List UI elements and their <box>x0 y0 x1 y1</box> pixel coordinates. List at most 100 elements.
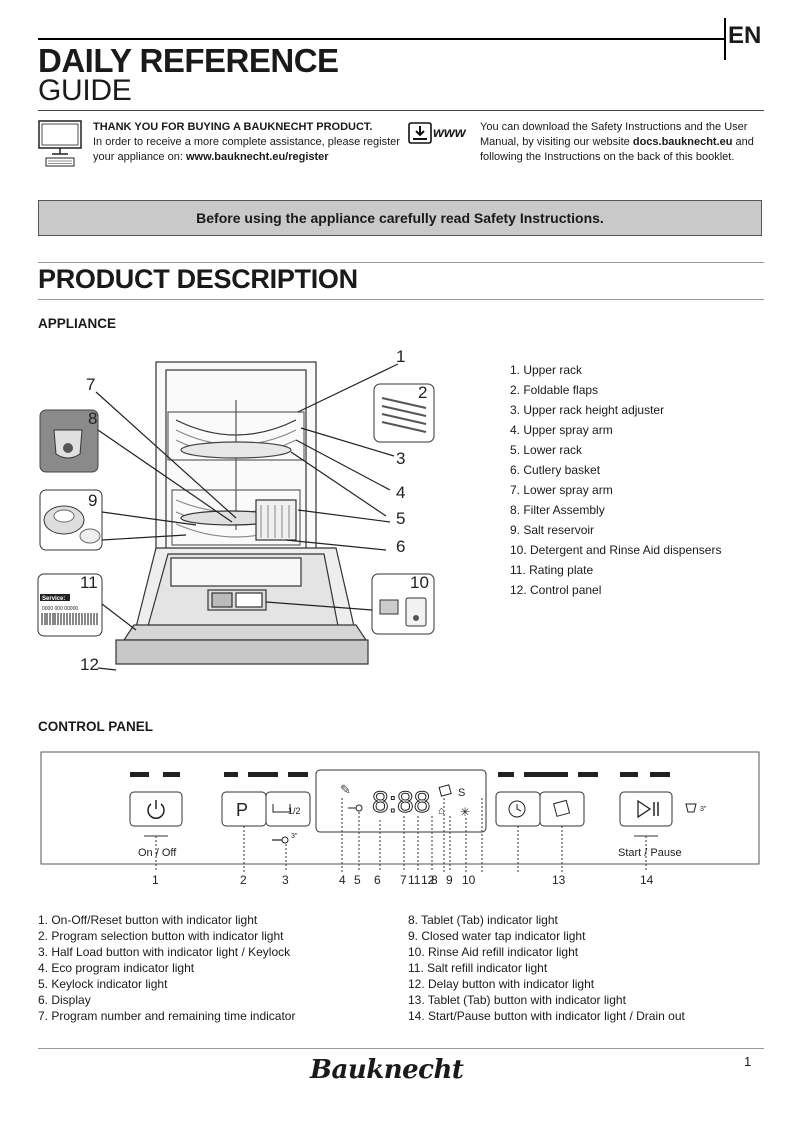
callout-10: 10 <box>410 573 429 592</box>
keylock-time: 3" <box>291 833 298 840</box>
cp-number-14: 14 <box>640 873 654 887</box>
title-rule <box>38 110 764 111</box>
inset-rating-plate: Service: 0000 000 00000 <box>37 573 103 637</box>
cp-number-8: 8 <box>431 873 438 887</box>
callout-9: 9 <box>88 491 97 510</box>
parts-list-item: 3. Upper rack height adjuster <box>510 403 665 417</box>
on-off-button[interactable] <box>129 791 183 827</box>
cp-number-5: 5 <box>354 873 361 887</box>
on-off-label: On / Off <box>138 847 177 859</box>
inset-filter-assembly <box>39 409 99 473</box>
parts-list-item: 9. Salt reservoir <box>510 523 595 537</box>
www-label: www <box>433 124 466 140</box>
eco-icon: ✎ <box>340 782 351 797</box>
callout-3: 3 <box>396 449 405 468</box>
program-letter: P <box>236 800 248 820</box>
page-title: DAILY REFERENCE <box>38 42 339 79</box>
delay-button[interactable] <box>495 791 541 827</box>
inset-salt-reservoir <box>39 489 103 551</box>
language-tag: EN <box>728 22 762 49</box>
rating-plate-service-label: Service: <box>42 596 65 602</box>
cp-number-10: 10 <box>462 873 476 887</box>
parts-list-item: 8. Filter Assembly <box>510 503 605 517</box>
docs-link[interactable]: docs.bauknecht.eu <box>632 136 733 148</box>
rinse-aid-icon: ✳ <box>460 805 470 819</box>
legend-item: 1. On-Off/Reset button with indicator li… <box>38 913 258 927</box>
callout-7: 7 <box>86 375 95 394</box>
register-link[interactable]: www.bauknecht.eu/register <box>185 151 329 163</box>
program-button[interactable]: P <box>221 791 267 827</box>
intro-thanks: THANK YOU FOR BUYING A BAUKNECHT PRODUCT… <box>93 121 373 133</box>
tablet-button[interactable] <box>539 791 585 827</box>
cp-number-12: 12 <box>421 873 435 887</box>
cp-number-9: 9 <box>446 873 453 887</box>
start-pause-button[interactable] <box>619 791 673 827</box>
start-pause-label: Start / Pause <box>618 847 682 859</box>
inset-detergent-dispensers <box>371 573 435 635</box>
safety-warning-text: Before using the appliance carefully rea… <box>196 210 604 226</box>
parts-list-item: 12. Control panel <box>510 583 602 597</box>
download-text-end: and following the Instructions on the ba… <box>480 136 754 163</box>
intro-body: In order to receive a more complete assi… <box>93 136 400 163</box>
callout-6: 6 <box>396 537 405 556</box>
brand-logo: Bauknecht <box>310 1055 464 1085</box>
legend-item: 8. Tablet (Tab) indicator light <box>408 913 558 927</box>
cp-number-7: 7 <box>400 873 407 887</box>
half-load-button[interactable]: 1/2 <box>265 791 311 827</box>
legend-item: 7. Program number and remaining time ind… <box>38 1009 296 1023</box>
dishwasher-illustration: Service: 0000 000 00000 <box>37 347 435 674</box>
safety-warning-banner: Before using the appliance carefully rea… <box>38 200 762 236</box>
legend-item: 6. Display <box>38 993 91 1007</box>
page-subtitle: GUIDE <box>38 74 132 107</box>
callout-8: 8 <box>88 409 97 428</box>
download-icon: www <box>408 122 470 146</box>
appliance-heading: APPLIANCE <box>38 316 117 331</box>
parts-list-item: 5. Lower rack <box>510 443 583 457</box>
display-panel: ✎ 8:88 S ⌂ ✳ <box>315 769 487 833</box>
keylock-icon: 3" <box>272 833 298 844</box>
cp-number-11: 11 <box>408 873 421 887</box>
intro-text: THANK YOU FOR BUYING A BAUKNECHT PRODUCT… <box>93 120 403 165</box>
callout-12: 12 <box>80 655 99 674</box>
section-rule-bottom <box>38 299 764 300</box>
download-text: You can download the Safety Instructions… <box>480 120 770 165</box>
control-panel-diagram: On / Off P 1/2 3" ✎ 8:88 S ⌂ ✳ <box>40 751 760 887</box>
appliance-parts-list: 1. Upper rack 2. Foldable flaps 3. Upper… <box>510 360 721 600</box>
drain-time: 3" <box>700 806 707 813</box>
section-rule-top <box>38 262 764 263</box>
parts-list-item: 2. Foldable flaps <box>510 383 599 397</box>
parts-list-item: 4. Upper spray arm <box>510 423 613 437</box>
parts-list-item: 1. Upper rack <box>510 363 583 377</box>
legend-item: 10. Rinse Aid refill indicator light <box>408 945 579 959</box>
parts-list-item: 6. Cutlery basket <box>510 463 601 477</box>
control-legend-left: 1. On-Off/Reset button with indicator li… <box>38 912 295 1024</box>
legend-item: 14. Start/Pause button with indicator li… <box>408 1009 685 1023</box>
legend-item: 9. Closed water tap indicator light <box>408 929 586 943</box>
inset-foldable-flaps <box>373 383 435 443</box>
control-panel-heading: CONTROL PANEL <box>38 719 154 734</box>
callout-4: 4 <box>396 483 405 502</box>
monitor-icon <box>38 120 82 167</box>
parts-list-item: 11. Rating plate <box>510 563 594 577</box>
legend-item: 12. Delay button with indicator light <box>408 977 595 991</box>
water-tap-icon: ⌂ <box>438 805 445 817</box>
legend-item: 3. Half Load button with indicator light… <box>38 945 291 959</box>
salt-indicator-icon: S <box>458 787 465 799</box>
half-load-label: 1/2 <box>288 806 301 816</box>
parts-list-item: 10. Detergent and Rinse Aid dispensers <box>510 543 722 557</box>
cp-number-3: 3 <box>282 873 289 887</box>
legend-item: 11. Salt refill indicator light <box>408 961 548 975</box>
drain-icon: 3" <box>685 803 707 813</box>
legend-item: 5. Keylock indicator light <box>38 977 168 991</box>
cp-number-4: 4 <box>339 873 346 887</box>
product-description-heading: PRODUCT DESCRIPTION <box>38 264 358 294</box>
tablet-indicator-icon <box>438 784 452 797</box>
callout-1: 1 <box>396 347 405 366</box>
indicator-bars <box>130 772 670 777</box>
footer-rule <box>38 1048 764 1049</box>
cp-number-6: 6 <box>374 873 381 887</box>
rating-plate-service-number: 0000 000 00000 <box>42 606 78 612</box>
callout-11: 11 <box>80 573 98 592</box>
callout-2: 2 <box>418 383 427 402</box>
download-text-body: You can download the Safety Instructions… <box>480 121 748 148</box>
